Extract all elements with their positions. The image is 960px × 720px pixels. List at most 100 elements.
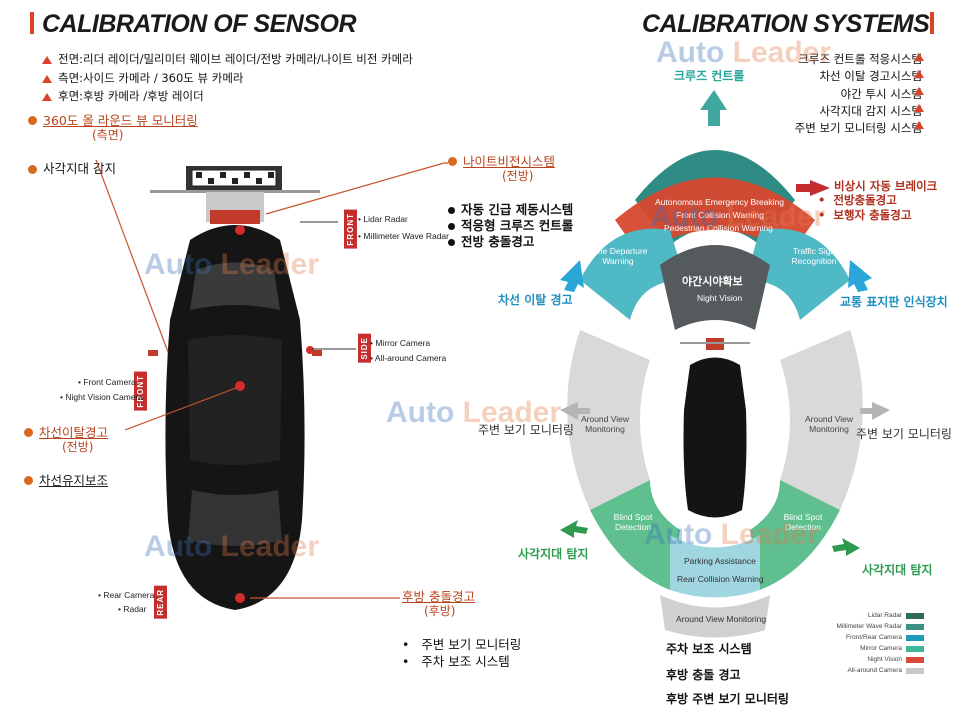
ring-bsd-right: Blind Spot Detection [783, 512, 823, 532]
triangle-icon [914, 70, 924, 78]
ring-avm-right: Around View Monitoring [804, 414, 854, 434]
car-calibration-rail [680, 342, 750, 344]
bottom-kr-2: 후방 충돌 경고 [666, 668, 741, 682]
watermark-logo: Auto Leader [144, 248, 320, 281]
legend-swatch [906, 623, 924, 630]
ring-bsd-left: Blind Spot Detection [613, 512, 653, 532]
aeb-kr: 비상시 자동 브레이크 [834, 179, 938, 193]
lane-keep-label: 차선유지보조 [24, 470, 108, 489]
front-feature-1: 자동 긴급 제동시스템 [448, 199, 573, 218]
sensor-front-cam: • Front Camera [78, 377, 136, 387]
rear-bullet-2: • 주차 보조 시스템 [402, 654, 510, 669]
rear-bullet-1: • 주변 보기 모니터링 [402, 637, 522, 652]
stand-base [210, 210, 260, 224]
right-title-bar [930, 12, 934, 34]
ring-rcw: Rear Collision Warning [677, 574, 764, 584]
blind-left-kr: 사각지대 탐지 [518, 547, 589, 561]
car-roof [188, 335, 282, 465]
rear-collision-label: 후방 충돌경고 [402, 589, 475, 604]
bsd-left-arrow-icon [560, 520, 588, 538]
aeb-arrow-icon [796, 180, 830, 196]
ring-pa: Parking Assistance [684, 556, 756, 566]
tag-front: FRONT [344, 210, 357, 249]
legend-swatch [906, 656, 924, 663]
side-mirror-right [312, 350, 322, 356]
legend-swatch [906, 667, 924, 674]
lane-line [124, 387, 237, 431]
night-line [265, 162, 445, 215]
bullet-dot-icon [448, 239, 455, 246]
watermark-logo: Auto Leader [644, 518, 820, 551]
legend-swatch [906, 634, 924, 641]
front-feature-2: 적응형 크루즈 컨트롤 [448, 215, 573, 234]
system-4: 사각지대 감지 시스템 [819, 104, 922, 118]
front-camera-dot [235, 381, 245, 391]
night-vision-sub: (전방) [502, 169, 534, 183]
triangle-icon [42, 55, 52, 64]
bullet-dot-icon [448, 157, 457, 166]
blind-spot-line [95, 159, 169, 353]
sensor-rear-cam: • Rear Camera [98, 590, 155, 600]
avm-right-arrow-icon [860, 402, 890, 420]
sector-avm-bottom [660, 595, 770, 638]
lane-kr: 차선 이탈 경고 [498, 293, 573, 307]
sector-bsd-right [750, 480, 840, 590]
bottom-kr-3: 후방 주변 보기 모니터링 [666, 692, 789, 706]
system-1: 크루즈 컨트롤 적응시스템 [798, 52, 922, 66]
side-mirror-left [148, 350, 158, 356]
lane-departure-label: 차선이탈경고 [24, 422, 108, 441]
cruise-kr: 크루즈 컨트롤 [674, 69, 745, 83]
legend-swatch [906, 645, 924, 652]
sector-nv [660, 245, 770, 330]
bottom-kr-1: 주차 보조 시스템 [666, 642, 752, 656]
ring-aeb-2: Front Collision Warning [676, 210, 765, 220]
car-rear-window [188, 490, 282, 546]
front-feature-3: 전방 충돌경고 [448, 231, 534, 250]
ring-avm-bottom: Around View Monitoring [676, 614, 767, 624]
bullet-dot-icon [448, 223, 455, 230]
lane-departure-sub: (전방) [62, 440, 94, 454]
front-sensor-dot [235, 225, 245, 235]
watermark-logo: Auto Leader [386, 396, 562, 429]
system-markers [914, 53, 930, 129]
sensor-mirror: • Mirror Camera [370, 338, 431, 348]
position-rear: 후면:후방 카메라 /후방 레이더 [42, 88, 204, 104]
legend-row: All-around Camera [836, 665, 924, 676]
watermark-logo: Auto Leader [656, 36, 832, 69]
legend-swatch [906, 612, 924, 619]
watermark-logo: Auto Leader [650, 200, 826, 233]
bullet-dot-icon [28, 116, 37, 125]
bullet-dot-icon [448, 207, 455, 214]
aeb-bullet-1: • 전방충돌경고 [818, 193, 897, 207]
sector-parking [670, 535, 760, 598]
watermark-logo: Auto Leader [144, 530, 320, 563]
position-front: 전면:리더 레이더/밀리미터 웨이브 레이더/전방 카메라/나이트 비전 카메라 [42, 51, 413, 67]
rear-collision-sub: (후방) [424, 604, 456, 618]
traffic-arrow-icon [848, 260, 872, 292]
triangle-icon [42, 92, 52, 101]
triangle-icon [914, 53, 924, 61]
sector-tsr [745, 228, 850, 320]
calibration-rail [150, 190, 320, 193]
sensor-radar: • Radar [118, 604, 147, 614]
legend-row: Mirror Camera [836, 643, 924, 654]
around-view-sub: (측면) [92, 128, 124, 142]
around-right-kr: 주변 보기 모니터링 [856, 427, 952, 441]
car-windshield [190, 262, 280, 310]
legend-row: Millimeter Wave Radar [836, 621, 924, 632]
sector-avm-left [567, 330, 650, 510]
right-title: CALIBRATION SYSTEMS [642, 10, 930, 38]
sensor-night-cam: • Night Vision Camera [60, 392, 144, 402]
left-title-bar [30, 12, 34, 34]
ring-tsr: Traffic Sign Recognition [791, 246, 837, 266]
bullet-dot-icon [24, 428, 33, 437]
bsd-right-arrow-icon [832, 538, 860, 556]
ring-nv: Night Vision [697, 293, 743, 303]
ring-nv-kr: 야간시야확보 [682, 275, 743, 288]
ring-ldw: Lane Departure Warning [588, 246, 648, 266]
avm-left-arrow-icon [560, 402, 590, 420]
blind-right-kr: 사각지대 탐지 [862, 563, 933, 577]
rear-sensor-dot [235, 593, 245, 603]
triangle-icon [914, 121, 924, 129]
car-topview-right [683, 357, 747, 518]
